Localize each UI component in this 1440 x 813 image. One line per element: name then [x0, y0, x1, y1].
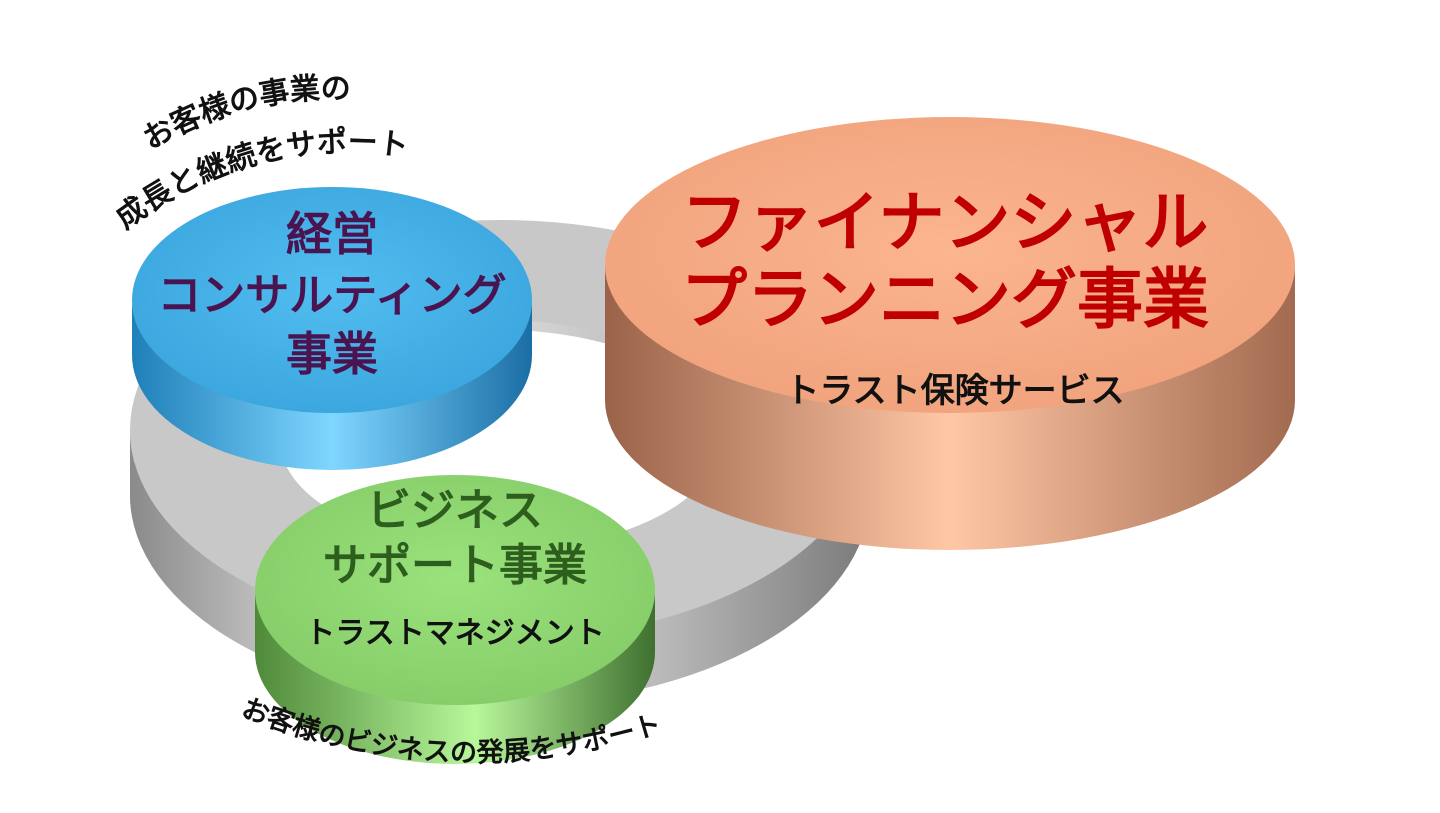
consulting-title-line1: 経営 [286, 207, 378, 261]
business-support-disc: ビジネス サポート事業 トラストマネジメント [255, 475, 655, 764]
financial-planning-disc: ファイナンシャル プランニング事業 トラスト保険サービス [605, 117, 1295, 550]
business-subtitle: トラストマネジメント [305, 616, 604, 651]
consulting-title-line2: コンサルティング [157, 270, 506, 321]
consulting-disc: 経営 コンサルティング 事業 [132, 187, 532, 470]
financial-subtitle: トラスト保険サービス [785, 371, 1124, 411]
consulting-title-line3: 事業 [286, 327, 378, 381]
business-title-line2: サポート事業 [323, 540, 587, 591]
business-title-line1: ビジネス [367, 485, 543, 536]
financial-title-line1: ファイナンシャル [682, 184, 1209, 261]
financial-title-line2: プランニング事業 [681, 261, 1209, 338]
